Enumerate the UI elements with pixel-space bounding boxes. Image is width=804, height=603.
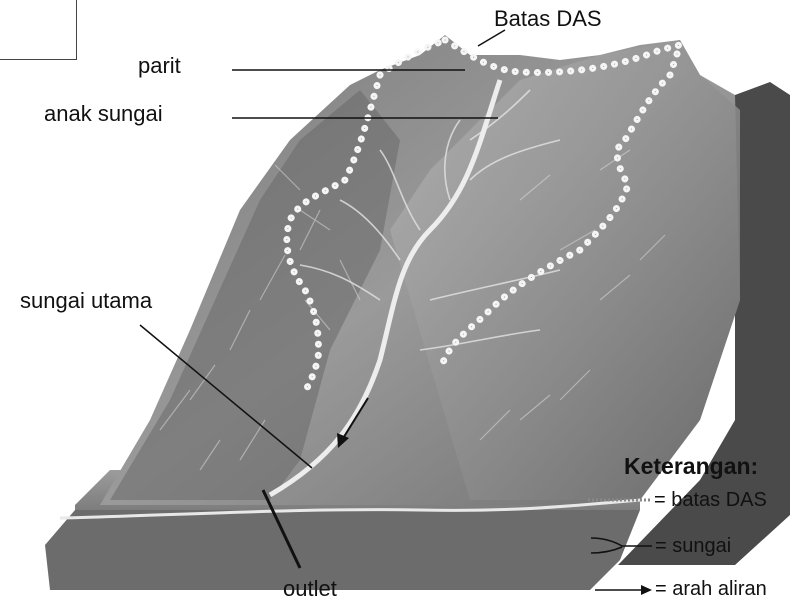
label-sungai-utama: sungai utama (20, 290, 152, 312)
label-outlet: outlet (283, 578, 337, 600)
leader-batas-das (478, 30, 505, 46)
legend-title: Keterangan: (624, 455, 758, 478)
legend-item-sungai: = sungai (655, 536, 731, 556)
label-anak-sungai: anak sungai (44, 103, 163, 125)
flow-arrow-icon (595, 585, 652, 595)
label-parit: parit (138, 55, 181, 77)
label-batas-das: Batas DAS (494, 8, 602, 30)
terrain-base-front (45, 510, 640, 590)
legend-item-arah-aliran: = arah aliran (655, 579, 767, 599)
legend-item-batas-das: = batas DAS (654, 490, 767, 510)
